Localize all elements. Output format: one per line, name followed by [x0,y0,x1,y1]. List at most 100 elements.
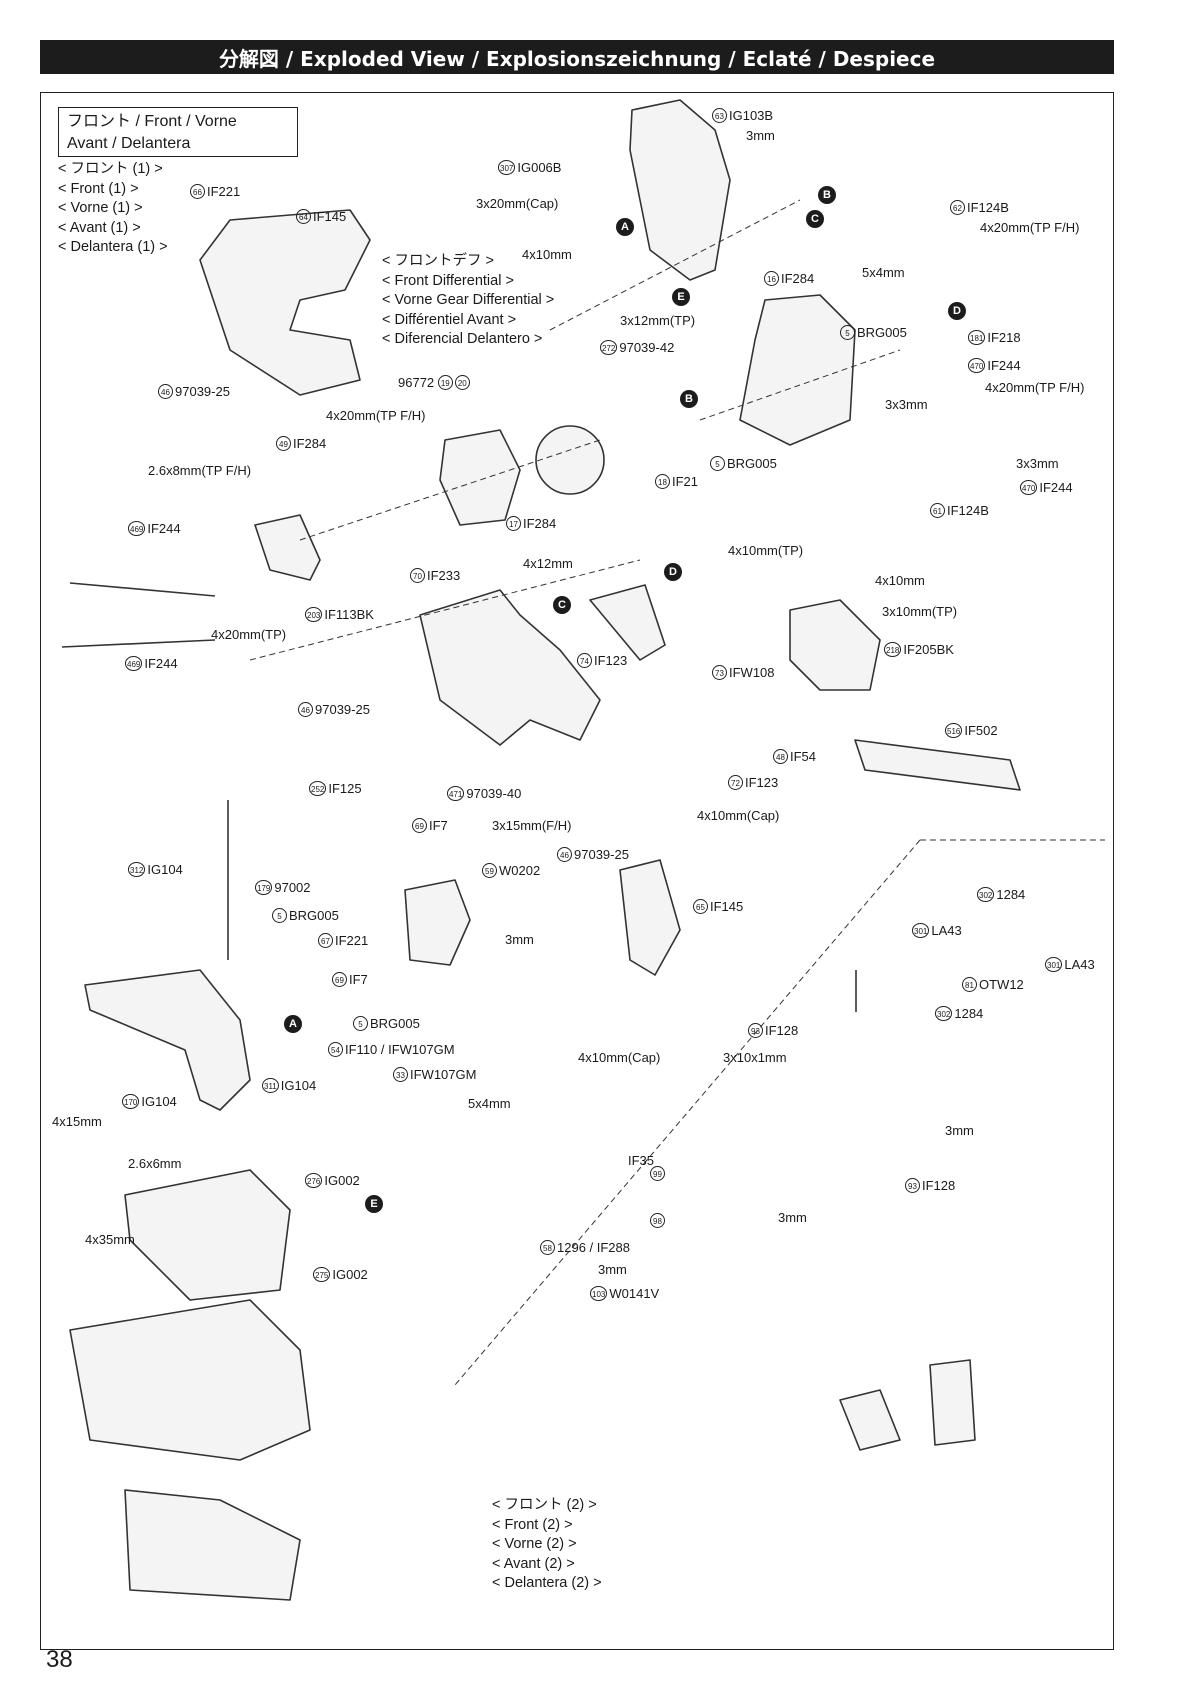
plate-ig002-shape [124,1489,301,1601]
callout-4x10cap-a: 4x10mm(Cap) [697,808,780,823]
gear-housing-if284-shape [739,294,856,446]
steering-post-if128-shape [929,1359,976,1446]
callout-2.6x8: 2.6x8mm(TP F/H) [148,463,252,478]
section-title-line1: フロント / Front / Vorne [67,113,237,130]
marker-b-mid: B [680,390,698,408]
shaft-if244-upper [69,582,216,597]
marker-c-mid: C [553,596,571,614]
section-divider-line [454,839,921,1386]
callout-3mm-b: 3mm [778,1210,807,1225]
callout-3x10tp: 3x10mm(TP) [882,604,958,619]
callout-4x10tp: 4x10mm(TP) [728,543,804,558]
bumper-mount-ig104-shape [84,969,251,1111]
page-header: 分解図 / Exploded View / Explosionszeichnun… [40,40,1114,74]
upper-arm-if123-shape [589,584,666,661]
assembly-guide-1 [249,559,641,661]
marker-c-top: C [806,210,824,228]
diagram-frame [40,92,1114,1650]
section-title-line2: Avant / Delantera [67,135,191,152]
callout-99-a: 99 [650,1166,667,1182]
front-arm-hub-assembly-shape [199,209,371,396]
marker-e-bottom: E [365,1195,383,1213]
assembly-guide-4 [699,349,901,421]
callout-2.6x6: 2.6x6mm [128,1156,182,1171]
bulkhead-ig103b-shape [629,99,731,281]
callout-3mm-top: 3mm [746,128,775,143]
plate-if205bk-shape [789,599,881,691]
callout-4x20-top: 4x20mm(TP F/H) [980,220,1080,235]
heading-front-2: < フロント (2) > < Front (2) > < Vorne (2) >… [492,1497,602,1591]
heading-front-differential: < フロントデフ > < Front Differential > < Vorn… [382,253,555,347]
callout-4x35: 4x35mm [85,1232,135,1247]
callout-4x15: 4x15mm [52,1114,102,1129]
marker-d-mid: D [664,563,682,581]
marker-a-top: A [616,218,634,236]
callout-3x12tp: 3x12mm(TP) [620,313,696,328]
callout-4x20-c: 4x20mm(TP F/H) [326,408,426,423]
page-number: 38 [46,1646,73,1673]
marker-b-top: B [818,186,836,204]
marker-d-top: D [948,302,966,320]
heading-front-1: < フロント (1) > < Front (1) > < Vorne (1) >… [58,161,168,255]
marker-a-bottom: A [284,1015,302,1033]
callout-98-a: 98 [650,1213,667,1229]
callout-3x10x1-a: 3x10x1mm [723,1050,787,1065]
callout-5x4-top: 5x4mm [862,265,905,280]
lower-arm-if233-shape [419,589,601,746]
steering-arm-if130bk-shape [839,1389,901,1451]
shaft-if244-lower [61,639,216,648]
callout-3mm-right: 3mm [945,1123,974,1138]
section-title-box: フロント / Front / Vorne Avant / Delantera [58,107,298,157]
callout-3x3-b: 3x3mm [1016,456,1059,471]
assembly-guide-2 [299,439,601,541]
callout-4x10cap-b: 4x10mm(Cap) [578,1050,661,1065]
callout-3mm-mid: 3mm [505,932,534,947]
callout-4x10-a: 4x10mm [522,247,572,262]
callout-4x20-b: 4x20mm(TP F/H) [985,380,1085,395]
callout-3x15fh-a: 3x15mm(F/H) [492,818,572,833]
callout-3mm-c: 3mm [598,1262,627,1277]
